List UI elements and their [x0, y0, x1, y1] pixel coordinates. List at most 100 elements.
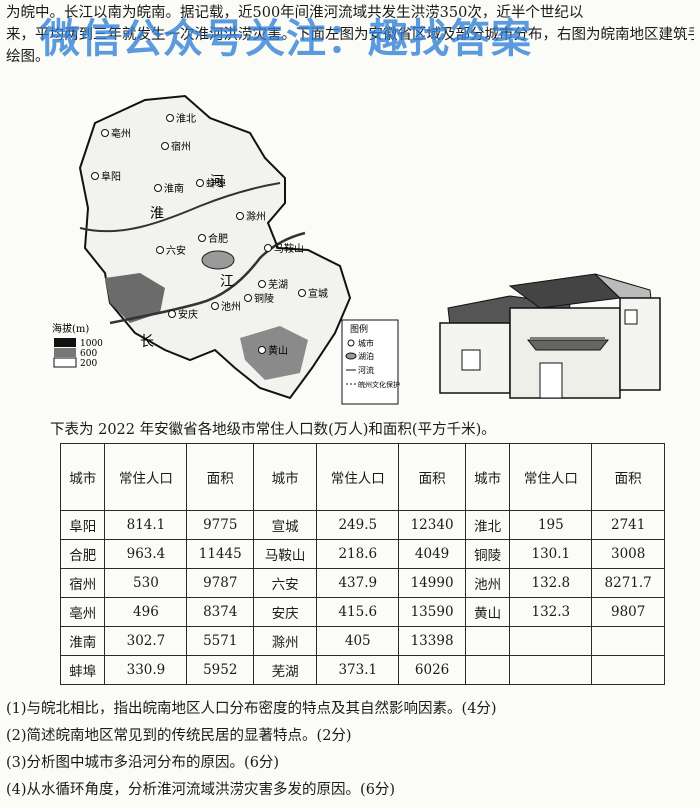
table-cell: 阜阳 [59, 510, 106, 540]
city-marker [91, 172, 99, 180]
city-marker [166, 114, 174, 122]
table-cell: 330.9 [104, 655, 188, 685]
table-cell: 415.6 [316, 597, 400, 627]
table-cell: 132.3 [509, 597, 593, 627]
table-cell: 淮南 [59, 626, 106, 656]
table-cell: 195 [509, 510, 593, 540]
table-cell: 2741 [591, 510, 665, 540]
city-marker [244, 294, 252, 302]
question-3: (3)分析图中城市多沿河分布的原因。(6分) [6, 755, 280, 771]
city-label: 滁州 [246, 210, 266, 223]
header-city-2: 城市 [253, 443, 318, 511]
table-cell: 6026 [398, 655, 466, 685]
river-label-chang: 长 [140, 334, 154, 350]
city-label: 安庆 [178, 308, 198, 321]
table-cell: 218.6 [316, 539, 400, 569]
table-cell [509, 655, 593, 685]
mountain-shading [105, 273, 165, 323]
table-cell: 11445 [186, 539, 255, 569]
city-label: 黄山 [268, 344, 288, 357]
table-cell: 8374 [186, 597, 255, 627]
city-label: 宿州 [171, 140, 191, 153]
city-marker [198, 234, 206, 242]
header-population-3: 常住人口 [509, 443, 593, 511]
table-cell: 13398 [398, 626, 466, 656]
question-2: (2)简述皖南地区常见到的传统民居的显著特点。(2分) [6, 728, 352, 744]
svg-text:1000: 1000 [80, 339, 103, 349]
city-marker [168, 310, 176, 318]
city-label: 池州 [221, 300, 241, 313]
table-cell: 12340 [398, 510, 466, 540]
watermark: 微信公众号关注：趣找答案 [40, 16, 532, 62]
city-label: 芜湖 [268, 278, 288, 291]
intro-text: 为皖中。长江以南为皖南。据记载，近500年间淮河流域共发生洪涝350次，近半个世… [6, 2, 694, 68]
table-cell: 淮北 [464, 510, 511, 540]
svg-text:皖州文化保护区: 皖州文化保护区 [358, 380, 400, 389]
city-marker [196, 179, 204, 187]
table-cell: 8271.7 [591, 568, 665, 598]
table-cell: 马鞍山 [253, 539, 318, 569]
header-population-1: 常住人口 [104, 443, 188, 511]
table-cell: 496 [104, 597, 188, 627]
table-cell: 六安 [253, 568, 318, 598]
table-cell: 滁州 [253, 626, 318, 656]
table-cell: 宿州 [59, 568, 106, 598]
city-label: 蚌埠 [206, 177, 226, 190]
table-cell: 405 [316, 626, 400, 656]
question-list: (1)与皖北相比，指出皖南地区人口分布密度的特点及其自然影响因素。(4分) (2… [6, 696, 497, 804]
table-cell [591, 626, 665, 656]
table-cell [464, 626, 511, 656]
river-label-jiang: 江 [220, 274, 234, 290]
table-cell: 130.1 [509, 539, 593, 569]
table-cell: 宣城 [253, 510, 318, 540]
city-label: 淮北 [176, 113, 196, 125]
table-cell [464, 655, 511, 685]
svg-text:湖泊: 湖泊 [358, 351, 374, 361]
yangtze-river [109, 231, 306, 325]
table-caption: 下表为 2022 年安徽省各地级市常住人口数(万人)和面积(平方千米)。 [50, 422, 496, 438]
header-city-1: 城市 [59, 443, 106, 511]
svg-text:图例: 图例 [350, 323, 368, 335]
intro-line-2: 来，平均两到三年就发生一次淮河洪涝灾害。下面左图为安徽省区域及部分城市分布，右图… [6, 27, 694, 43]
header-area-3: 面积 [591, 443, 665, 511]
table-cell: 亳州 [59, 597, 106, 627]
city-marker [298, 289, 306, 297]
city-label: 马鞍山 [274, 242, 304, 255]
city-marker [161, 142, 169, 150]
map-legend: 图例 城市 湖泊 河流 皖州文化保护区 [341, 319, 400, 405]
table-cell: 302.7 [104, 626, 188, 656]
city-label: 阜阳 [101, 170, 121, 183]
city-marker [236, 212, 244, 220]
question-4: (4)从水循环角度，分析淮河流域洪涝灾害多发的原因。(6分) [6, 782, 396, 798]
city-marker [101, 129, 109, 137]
mountain-shading-south [240, 326, 308, 380]
svg-text:城市: 城市 [358, 338, 374, 348]
table-cell: 963.4 [104, 539, 188, 569]
river-label-huai-2: 河 [210, 174, 224, 190]
city-label: 宣城 [308, 287, 328, 300]
table-cell: 铜陵 [464, 539, 511, 569]
table-cell [509, 626, 593, 656]
city-label: 铜陵 [254, 293, 274, 305]
city-marker [264, 244, 272, 252]
table-cell: 合肥 [59, 539, 106, 569]
huizhou-house-sketch [439, 273, 661, 399]
header-area-1: 面积 [186, 443, 255, 511]
table-cell: 5571 [186, 626, 255, 656]
table-cell: 4049 [398, 539, 466, 569]
table-cell: 黄山 [464, 597, 511, 627]
table-cell: 14990 [398, 568, 466, 598]
table-cell: 13590 [398, 597, 466, 627]
city-label: 六安 [166, 244, 186, 257]
question-1: (1)与皖北相比，指出皖南地区人口分布密度的特点及其自然影响因素。(4分) [6, 701, 497, 717]
table-cell: 3008 [591, 539, 665, 569]
table-cell: 9775 [186, 510, 255, 540]
table-cell: 安庆 [253, 597, 318, 627]
table-cell: 9787 [186, 568, 255, 598]
city-marker [258, 280, 266, 288]
